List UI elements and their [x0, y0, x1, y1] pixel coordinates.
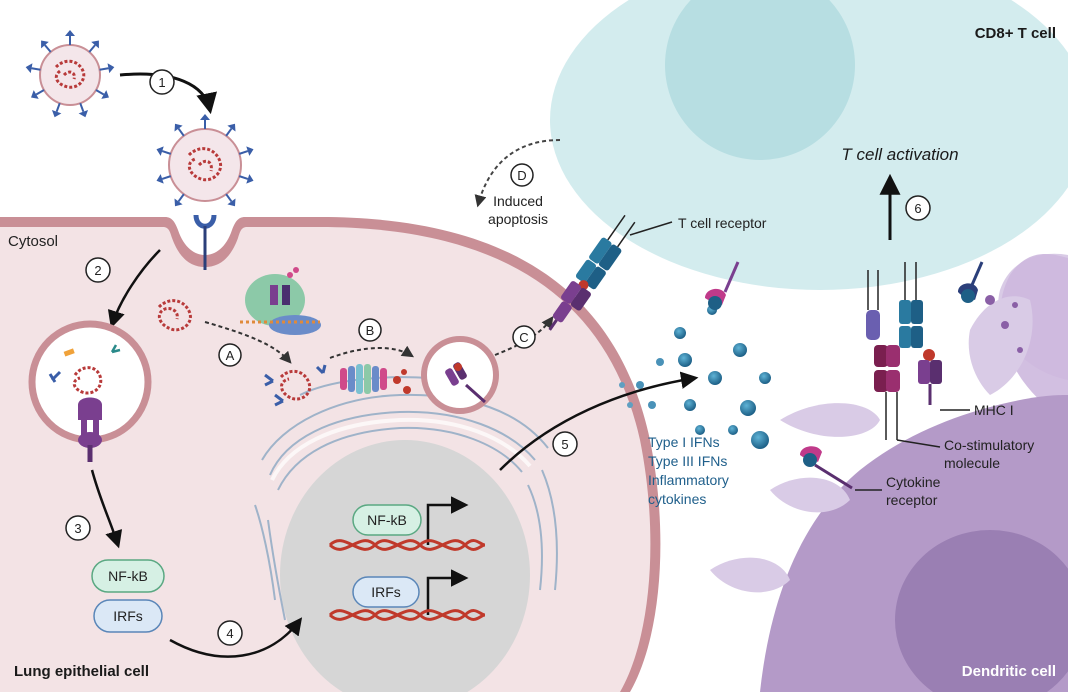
cytosol-label: Cytosol [8, 233, 58, 250]
mhc-vesicle [421, 336, 499, 414]
step-4-badge [217, 620, 243, 646]
step-2-badge [85, 257, 111, 283]
step-b-label: B [366, 323, 375, 338]
svg-text:IRFs: IRFs [371, 584, 401, 600]
svg-text:IRFs: IRFs [113, 608, 143, 624]
proteasome-icon [340, 364, 411, 394]
costim-label-2: molecule [944, 455, 1000, 471]
ribosome-icon [240, 267, 321, 335]
induced-apoptosis-label-2: apoptosis [488, 211, 548, 227]
step-1-badge [149, 69, 175, 95]
nfkb-nucleus-box: NF-kB [352, 504, 422, 536]
cytokine-receptor-top-icon [705, 261, 740, 310]
irfs-cytosol-box: IRFs [93, 599, 163, 633]
inflammatory-label-2: cytokines [648, 491, 706, 507]
cytokine-receptor-right-icon [958, 261, 984, 303]
cytokine-cloud [619, 305, 771, 449]
step-a-label: A [226, 348, 235, 363]
viral-rna-icon [157, 299, 192, 332]
transcription-arrow-1 [426, 496, 469, 545]
step-b-badge [358, 318, 382, 342]
step-1-number: 1 [158, 75, 165, 90]
step-c-label: C [519, 330, 528, 345]
step-5-number: 5 [561, 437, 568, 452]
arrow-step-1 [119, 72, 217, 115]
tcell-title: CD8+ T cell [975, 25, 1056, 42]
transcription-arrow-2 [426, 569, 469, 615]
ace2-receptor-icon [193, 214, 217, 270]
tcr-mhc-complex-dendritic [899, 262, 942, 405]
dna-strand-2 [328, 609, 486, 621]
svg-text:NF-kB: NF-kB [108, 568, 148, 584]
svg-text:NF-kB: NF-kB [367, 512, 407, 528]
step-6-badge [905, 195, 931, 221]
cytokine-receptor-dendritic-icon [800, 446, 853, 490]
arrow-step-2 [107, 249, 161, 329]
dendritic-title: Dendritic cell [962, 663, 1056, 680]
tcr-mhc-complex-epithelial [548, 214, 636, 331]
type3-ifn-label: Type III IFNs [648, 453, 727, 469]
arrow-step-4 [169, 617, 303, 658]
cytokine-receptor-label-1: Cytokine [886, 474, 941, 490]
step-d-label: D [517, 168, 526, 183]
virus-extracellular-icon [23, 29, 117, 120]
arrow-step-5 [499, 371, 699, 471]
tcr-pointer [629, 221, 673, 236]
step-4-number: 4 [226, 626, 233, 641]
er-outline [270, 417, 532, 481]
tcr-label: T cell receptor [678, 215, 767, 231]
inflammatory-label-1: Inflammatory [648, 472, 729, 488]
dendritic-cell [710, 253, 1068, 692]
step-5-badge [552, 431, 578, 457]
irfs-nucleus-box: IRFs [352, 576, 420, 608]
arrow-step-3 [90, 469, 123, 549]
step-d-badge [510, 163, 534, 187]
cytokine-receptor-label-2: receptor [886, 492, 938, 508]
endosome [28, 320, 152, 462]
costim-label-1: Co-stimulatory [944, 437, 1034, 453]
arrow-step-a [204, 321, 292, 364]
induced-apoptosis-label-1: Induced [493, 193, 543, 209]
nfkb-cytosol-box: NF-kB [91, 559, 165, 593]
costim-pointer [896, 439, 941, 448]
arrow-step-b [329, 345, 415, 359]
arrow-step-d [474, 139, 561, 208]
costim-molecule-icon [866, 270, 900, 440]
step-6-number: 6 [914, 201, 921, 216]
cd8-t-cell [550, 0, 1068, 290]
dna-strand-1 [328, 539, 486, 551]
step-3-badge [65, 515, 91, 541]
type1-ifn-label: Type I IFNs [648, 434, 720, 450]
step-3-number: 3 [74, 521, 81, 536]
step-2-number: 2 [94, 263, 101, 278]
epithelial-title: Lung epithelial cell [14, 663, 149, 680]
step-a-badge [218, 343, 242, 367]
virus-binding-icon [153, 113, 257, 211]
mhc1-label: MHC I [974, 402, 1014, 418]
replicated-virus-icon [264, 364, 327, 407]
step-c-badge [512, 325, 536, 349]
tcell-activation-label: T cell activation [841, 145, 958, 164]
